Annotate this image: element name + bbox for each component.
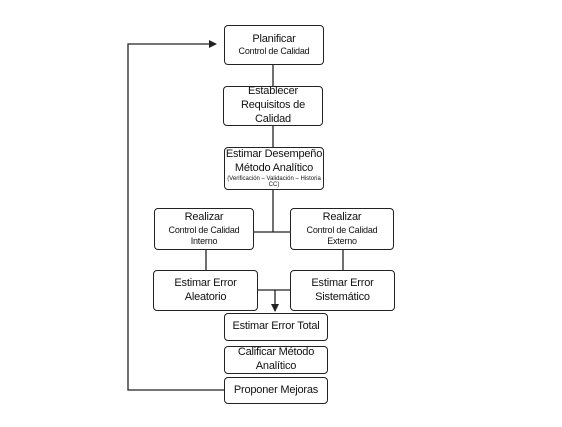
error-sistematico-label: Estimar Error Sistemático bbox=[311, 276, 374, 303]
proponer-mejoras-box: Proponer Mejoras bbox=[224, 377, 328, 404]
realizar-externo-box: Realizar Control de Calidad Externo bbox=[290, 208, 394, 250]
planificar-box: Planificar Control de Calidad bbox=[224, 25, 324, 65]
realizar-interno-box: Realizar Control de Calidad Interno bbox=[154, 208, 254, 250]
calificar-label: Calificar Método Analítico bbox=[237, 346, 315, 372]
error-total-box: Estimar Error Total bbox=[224, 313, 328, 341]
estimar-desempeno-line1: Estimar Desempeño bbox=[225, 148, 323, 161]
connector-feedback-loop bbox=[127, 40, 224, 391]
realizar-interno-line1: Realizar bbox=[184, 210, 224, 223]
proponer-mejoras-label: Proponer Mejoras bbox=[233, 383, 319, 396]
planificar-line2: Control de Calidad bbox=[238, 46, 310, 57]
realizar-externo-line2: Control de Calidad Externo bbox=[306, 224, 378, 246]
realizar-externo-line1: Realizar bbox=[322, 210, 362, 223]
estimar-desempeno-line3: (Verificación – Validación – Historia CC… bbox=[227, 175, 321, 189]
establecer-line1: Establecer bbox=[248, 85, 298, 98]
error-total-label: Estimar Error Total bbox=[232, 320, 320, 333]
establecer-box: Establecer Requisitos de Calidad bbox=[223, 85, 323, 126]
calificar-box: Calificar Método Analítico bbox=[224, 346, 328, 374]
error-aleatorio-box: Estimar Error Aleatorio bbox=[153, 270, 258, 311]
estimar-desempeno-line2: Método Analítico bbox=[234, 161, 314, 174]
realizar-interno-line2: Control de Calidad Interno bbox=[168, 224, 240, 246]
estimar-desempeno-box: Estimar Desempeño Método Analítico (Veri… bbox=[224, 147, 324, 190]
establecer-line2: Requisitos de Calidad bbox=[240, 99, 306, 125]
planificar-line1: Planificar bbox=[252, 32, 296, 45]
error-aleatorio-label: Estimar Error Aleatorio bbox=[174, 276, 237, 303]
error-sistematico-box: Estimar Error Sistemático bbox=[290, 270, 395, 311]
